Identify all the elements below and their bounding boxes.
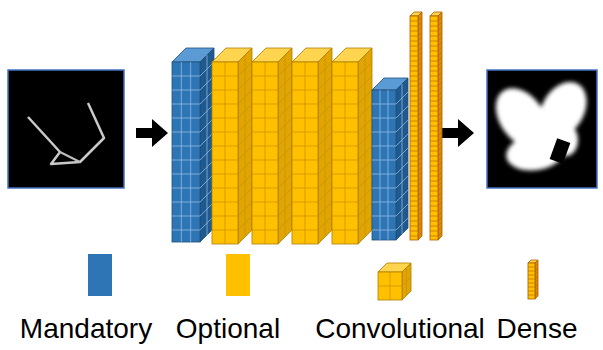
input-strokes (28, 103, 104, 164)
legend-label: Optional (176, 312, 280, 346)
output-mask (487, 74, 596, 175)
legend-label: Mandatory (20, 312, 152, 346)
optional-layer (212, 48, 252, 244)
layer-blocks (172, 12, 442, 244)
flow-arrow (442, 119, 474, 147)
mandatory-layer (172, 48, 214, 242)
dense-layer (430, 12, 442, 240)
legend-swatch (226, 254, 250, 296)
legend-label: Dense (497, 312, 578, 346)
optional-layer (252, 48, 292, 244)
dense-icon (528, 260, 538, 299)
output-gap (550, 138, 571, 163)
input-image (8, 70, 124, 188)
dense-layer (410, 12, 422, 240)
legend-label: Convolutional (315, 312, 485, 346)
mandatory-layer (372, 78, 408, 240)
input-stroke (60, 152, 80, 162)
convolutional-icon (378, 263, 411, 300)
legend-swatch (88, 254, 112, 296)
optional-layer (292, 48, 332, 244)
legend-icons (378, 260, 538, 300)
flow-arrow (136, 119, 168, 147)
optional-layer (332, 48, 372, 244)
